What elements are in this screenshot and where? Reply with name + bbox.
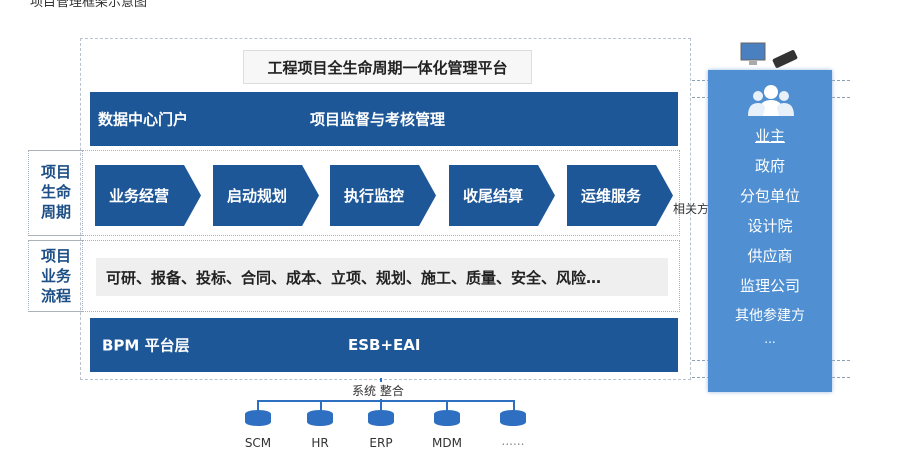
lifecycle-label-box [28, 150, 83, 236]
stakeholder-item: 政府 [754, 157, 785, 175]
platform-frame [80, 38, 691, 380]
system-label: SCM [244, 436, 272, 450]
stakeholder-item: 供应商 [747, 247, 793, 265]
stage-chevron: 启动规划 [213, 165, 319, 226]
monitor-phone-icon [740, 42, 804, 72]
connector-line [257, 400, 515, 402]
connector-line [513, 400, 515, 412]
stakeholder-item: 其他参建方 [735, 308, 805, 324]
database-icon [434, 410, 460, 426]
stakeholder-item: 分包单位 [739, 187, 800, 205]
database-icon [245, 410, 271, 426]
business-items: 可研、报备、投标、合同、成本、立项、规划、施工、质量、安全、风险… [96, 258, 668, 296]
stakeholders-panel: 业主 政府 分包单位 设计院 供应商 监理公司 其他参建方 ... [708, 70, 832, 392]
bpm-band: BPM 平台层 ESB+EAI [90, 318, 678, 372]
platform-title: 工程项目全生命周期一体化管理平台 [243, 50, 532, 84]
stakeholder-item: 监理公司 [739, 277, 800, 295]
stakeholder-item: 业主 [754, 127, 785, 145]
caption: 项目管理框架示意图 [30, 0, 148, 10]
stakeholder-item: 设计院 [747, 217, 793, 235]
label-line: 周期 [40, 203, 71, 221]
label-line: 业务 [40, 267, 71, 285]
stage-chevron: 业务经营 [95, 165, 201, 226]
connector-line [320, 400, 322, 412]
database-icon [307, 410, 333, 426]
system-label: MDM [432, 436, 462, 450]
label-line: 项目 [40, 247, 71, 265]
stage-chevron: 收尾结算 [449, 165, 555, 226]
users-icon [748, 85, 794, 116]
supervision-label: 项目监督与考核管理 [310, 110, 446, 129]
portal-label: 数据中心门户 [98, 110, 189, 129]
connector-line [446, 400, 448, 412]
stakeholders-label: 相关方 [673, 202, 710, 216]
system-label: ERP [369, 436, 393, 450]
label-line: 生命 [40, 183, 71, 201]
portal-band: 数据中心门户 项目监督与考核管理 [90, 92, 678, 146]
stage-chevron: 执行监控 [330, 165, 436, 226]
system-label: HR [311, 436, 329, 450]
label-line: 项目 [40, 163, 71, 181]
database-icon [368, 410, 394, 426]
stakeholder-item: ... [764, 332, 776, 346]
lifecycle-label: 项目生命周期 [36, 162, 76, 222]
connector-line [257, 400, 259, 412]
stage-chevron: 运维服务 [567, 165, 673, 226]
bpm-label: BPM 平台层 [102, 336, 190, 355]
business-label: 项目业务流程 [36, 246, 76, 306]
integration-label: 系统 整合 [352, 382, 404, 399]
system-label: ...... [501, 434, 525, 448]
database-icon [500, 410, 526, 426]
business-label-box [28, 240, 83, 312]
label-line: 流程 [40, 287, 71, 305]
esb-label: ESB+EAI [348, 336, 421, 354]
